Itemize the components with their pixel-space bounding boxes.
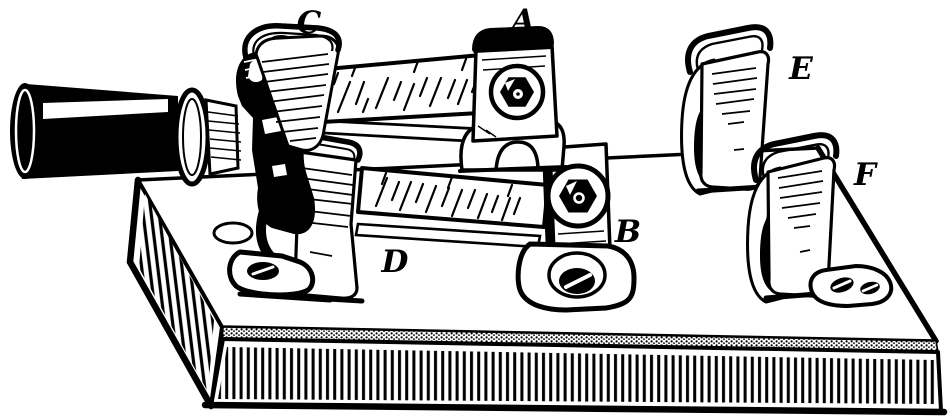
- tube-lower-glass-hatch: [374, 171, 522, 222]
- post-a-cap: [472, 26, 554, 53]
- clip-f-shading: [777, 170, 824, 253]
- clip-e-body: [699, 50, 771, 191]
- post-b-screw-glint: [566, 181, 577, 195]
- handle-collar-inner: [182, 98, 202, 176]
- clip-d-shading: [299, 167, 354, 257]
- clip-c-top-hook: [242, 23, 342, 61]
- handle-end-cap: [10, 83, 40, 179]
- tube-upper-body: [314, 52, 499, 124]
- ebonite-handle: [10, 83, 242, 187]
- clip-c-shading: [261, 53, 330, 142]
- post-a-screw-dot: [516, 92, 520, 96]
- handle-ferrule-knurl: [207, 111, 242, 161]
- pivot-foot-screw-slot: [251, 265, 275, 276]
- tube-lower-body: [356, 166, 550, 229]
- terminal-post-b: [515, 142, 637, 313]
- post-b-screw-center: [573, 192, 585, 204]
- glass-tube-lower: [354, 166, 550, 249]
- post-b-foot-screw-slot: [564, 273, 592, 289]
- label-a: A: [508, 3, 535, 39]
- clip-e-base-shadow: [695, 184, 765, 194]
- part-labels: C A E F D B: [297, 3, 878, 280]
- label-e: E: [788, 51, 813, 87]
- handle-collar: [173, 87, 211, 187]
- spare-clip-e: [680, 24, 774, 196]
- handle-highlight: [43, 99, 168, 119]
- clip-e-cap: [685, 24, 774, 75]
- handle-end-rim: [14, 88, 36, 174]
- spring-clip-c: [242, 23, 342, 152]
- base-left-hatch: [139, 194, 214, 392]
- pivot-highlight-3: [272, 164, 287, 177]
- base-right-edge: [815, 145, 939, 344]
- post-a-foot-shadow: [458, 165, 568, 173]
- clip-f-cap-inner: [761, 143, 830, 179]
- base-front-hatch: [218, 347, 936, 404]
- post-a-foot-arch: [494, 140, 540, 171]
- clip-e-cap-inner: [695, 35, 764, 71]
- clip-f-foot-screw-1-slot: [832, 279, 852, 290]
- label-b: B: [614, 214, 641, 250]
- label-c: C: [297, 5, 322, 41]
- handle-ferrule: [204, 98, 240, 176]
- binding-post-a: [458, 26, 568, 173]
- label-d: D: [381, 244, 409, 280]
- handle-body: [22, 84, 178, 179]
- clip-f-foot-screw-2-slot: [861, 283, 879, 293]
- clip-e-shading: [711, 67, 758, 151]
- base-outline-heavy: [126, 176, 948, 416]
- clip-c-top-hook-inner: [252, 31, 334, 57]
- post-a-screw-glint: [505, 79, 515, 91]
- label-f: F: [853, 157, 878, 193]
- spare-clip-f: [746, 132, 894, 308]
- pivot-foot-shadow: [237, 291, 333, 303]
- clip-f-cap: [751, 132, 840, 183]
- base-screw-hole: [212, 221, 254, 245]
